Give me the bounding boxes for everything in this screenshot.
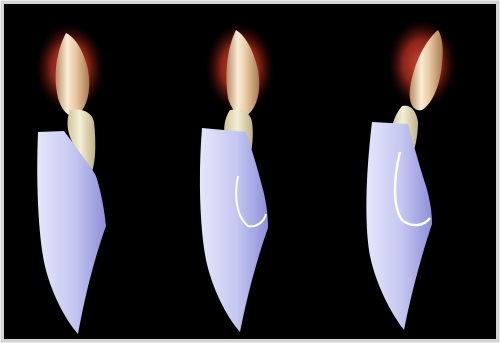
illustration-canvas: [0, 0, 500, 343]
dental-veneer-illustration: [0, 0, 500, 343]
